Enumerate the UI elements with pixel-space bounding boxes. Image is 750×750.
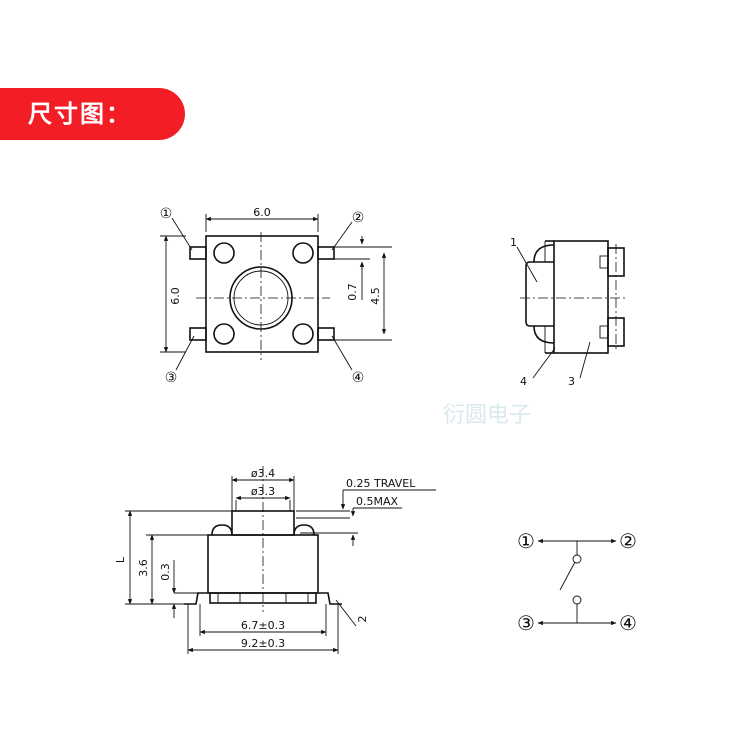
w2-label: 9.2±0.3 [241,637,285,650]
boss-4 [292,323,314,345]
pin-dim-label: 0.7 [346,283,359,301]
width-dim-label: 6.0 [253,206,271,219]
top-view-body [205,235,319,353]
schematic-pin-4: ④ [619,611,637,635]
pin-2 [317,246,335,260]
pin-3 [189,327,207,341]
boss-3 [213,323,235,345]
circuit-schematic: ① ② ③ ④ [517,529,637,635]
w1-label: 6.7±0.3 [241,619,285,632]
top-pin-label-1: ① [160,206,173,222]
pitch-dim-label: 4.5 [369,287,382,305]
boss-1 [213,242,235,264]
actuator-inner [233,270,289,326]
side-label-4: 4 [520,375,527,388]
top-view: 6.0 6.0 0.7 4.5 ① ② ③ ④ [160,206,392,386]
switch-lever [559,561,576,591]
side-view: 1 4 3 [510,236,628,388]
max-label: 0.5MAX [356,495,399,508]
height-dim-label: 6.0 [169,287,182,305]
top-pin-label-3: ③ [165,370,178,386]
section-title: 尺寸图： [28,100,132,128]
section-title-banner: 尺寸图： [0,88,185,140]
top-pin-label-2: ② [352,210,365,226]
schematic-pin-1: ① [517,529,535,553]
side-body [553,240,609,354]
schematic-pin-2: ② [619,529,637,553]
h2-label: 0.3 [159,563,172,581]
top-pin-label-4: ④ [352,370,365,386]
travel-label: 0.25 TRAVEL [346,477,416,490]
side-label-3: 3 [568,375,575,388]
lead-label: 2 [356,616,369,623]
side-label-1: 1 [510,236,517,249]
front-view: ø3.4 ø3.3 0.25 TRAVEL 0.5MAX L 3.6 0.3 6… [114,466,436,654]
pin-1 [189,246,207,260]
boss-2 [292,242,314,264]
L-label: L [114,556,127,563]
schematic-pin-3: ③ [517,611,535,635]
dia-outer-label: ø3.4 [251,467,275,480]
pin-4 [317,327,335,341]
watermark: 衍圆电子 [443,403,531,428]
dia-inner-label: ø3.3 [251,485,275,498]
h1-label: 3.6 [137,559,150,577]
